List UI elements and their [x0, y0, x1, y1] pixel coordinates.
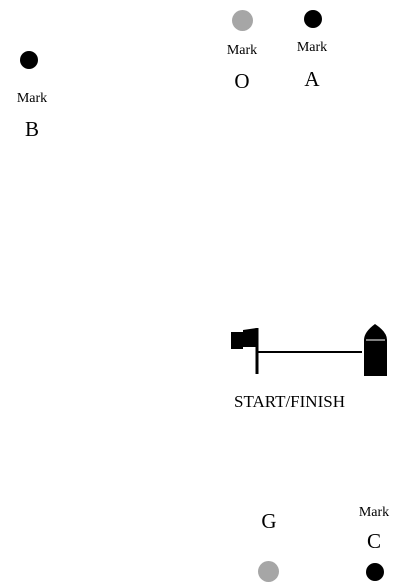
boat-icon [364, 324, 387, 376]
start-finish-line [231, 324, 387, 376]
mark-g-letter: G [261, 509, 277, 533]
mark-a-buoy [304, 10, 322, 28]
mark-o-letter: O [234, 69, 250, 93]
mark-a-letter: A [304, 67, 320, 91]
mark-g-buoy [258, 561, 279, 582]
mark-o-word: Mark [226, 43, 258, 58]
start-finish-caption: START/FINISH [234, 392, 345, 411]
mark-a-word: Mark [296, 40, 328, 55]
flag-icon [231, 328, 259, 374]
mark-b-letter: B [24, 117, 40, 141]
mark-b-buoy [20, 51, 38, 69]
mark-b-word: Mark [16, 91, 48, 106]
mark-c-buoy [366, 563, 384, 581]
mark-c-letter: C [366, 529, 382, 553]
mark-o-buoy [232, 10, 253, 31]
mark-c-word: Mark [358, 505, 390, 520]
